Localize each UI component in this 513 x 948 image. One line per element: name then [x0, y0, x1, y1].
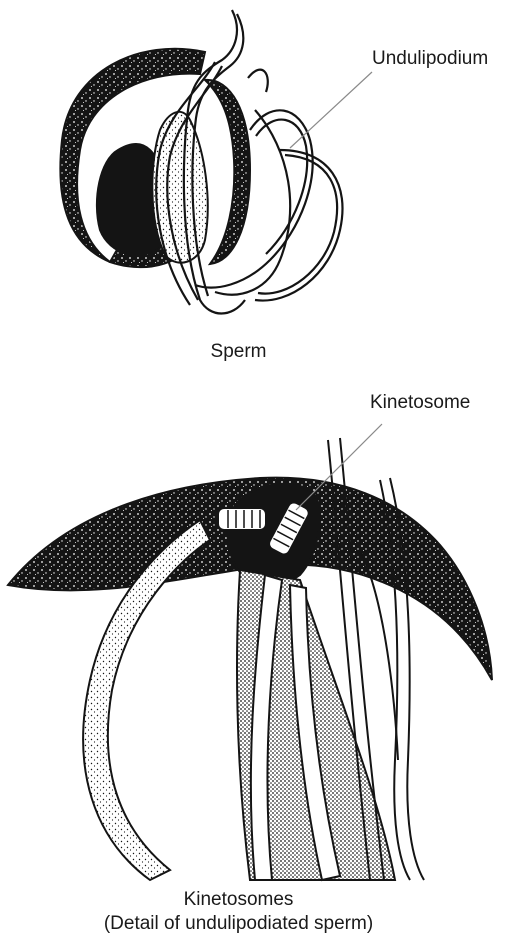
sperm-caption-text: Sperm: [211, 341, 267, 362]
detail-caption-line2: (Detail of undulipodiated sperm): [0, 912, 495, 936]
kinetosome-detail-illustration: [8, 424, 492, 880]
kinetosome-label: Kinetosome: [370, 392, 470, 414]
detail-caption: Kinetosomes (Detail of undulipodiated sp…: [0, 888, 513, 936]
sperm-illustration: [60, 10, 372, 314]
sperm-caption: Sperm: [0, 340, 513, 364]
detail-caption-line1: Kinetosomes: [0, 888, 495, 912]
sperm-granular-mass: [152, 112, 207, 263]
sperm-dark-band: [205, 80, 250, 264]
undulipodium-label: Undulipodium: [372, 48, 488, 70]
kinetosome-left: [218, 508, 266, 530]
undulipodium-leader-line: [290, 72, 372, 148]
